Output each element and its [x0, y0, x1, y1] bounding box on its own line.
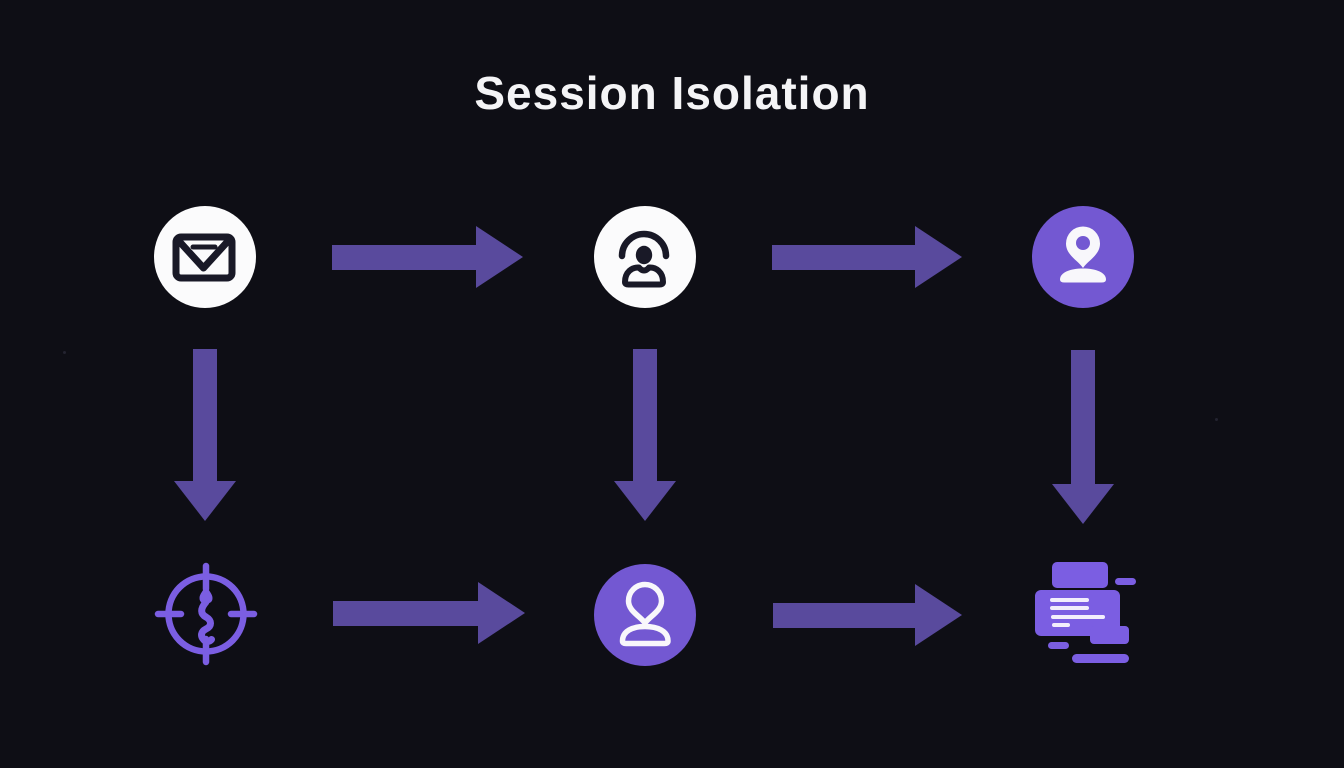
printer-output-bar	[1072, 654, 1129, 663]
arrow-located-user-to-printer	[1052, 350, 1114, 524]
arrow-agent-to-session-user	[614, 349, 676, 521]
arrow-head	[174, 481, 236, 521]
arrow-shaft	[193, 349, 217, 482]
arrow-head	[1052, 484, 1114, 524]
arrow-shaft	[332, 244, 477, 270]
background-speck	[63, 351, 66, 354]
user-arc-icon	[618, 230, 670, 288]
node-agent	[594, 206, 696, 308]
arrow-email-to-agent	[332, 226, 523, 288]
background-speck	[1215, 418, 1218, 421]
arrow-shaft	[1071, 350, 1095, 485]
printer-left-dash	[1048, 642, 1069, 649]
arrow-shaft	[773, 602, 916, 628]
printer-text-line	[1051, 615, 1105, 619]
arrow-session-user-to-printer	[773, 584, 962, 646]
node-session-user	[594, 564, 696, 666]
printer-right-dash	[1115, 578, 1136, 585]
node-email	[154, 206, 256, 308]
location-user-icon	[1060, 226, 1106, 283]
arrow-head	[478, 582, 525, 644]
node-printer	[1030, 552, 1144, 668]
printer-text-line	[1050, 606, 1089, 610]
location-user-outline-icon	[619, 581, 671, 647]
diagram-title: Session Isolation	[474, 67, 870, 119]
arrow-head	[476, 226, 523, 288]
node-located-user	[1032, 206, 1134, 308]
arrow-head	[915, 226, 962, 288]
arrow-shaft	[633, 349, 657, 482]
arrow-shaft	[333, 600, 479, 626]
mail-icon	[172, 233, 236, 282]
printer-text-line	[1052, 623, 1070, 627]
printer-text-line	[1050, 598, 1089, 602]
node-compass	[154, 562, 258, 666]
arrow-head	[614, 481, 676, 521]
arrow-compass-to-session-user	[333, 582, 525, 644]
arrow-agent-to-located-user	[772, 226, 962, 288]
compass-route-icon	[154, 562, 258, 666]
arrow-head	[915, 584, 962, 646]
arrow-email-to-compass	[174, 349, 236, 521]
arrow-shaft	[772, 244, 916, 270]
printer-foot	[1090, 626, 1129, 644]
printer-top-tray	[1052, 562, 1108, 588]
